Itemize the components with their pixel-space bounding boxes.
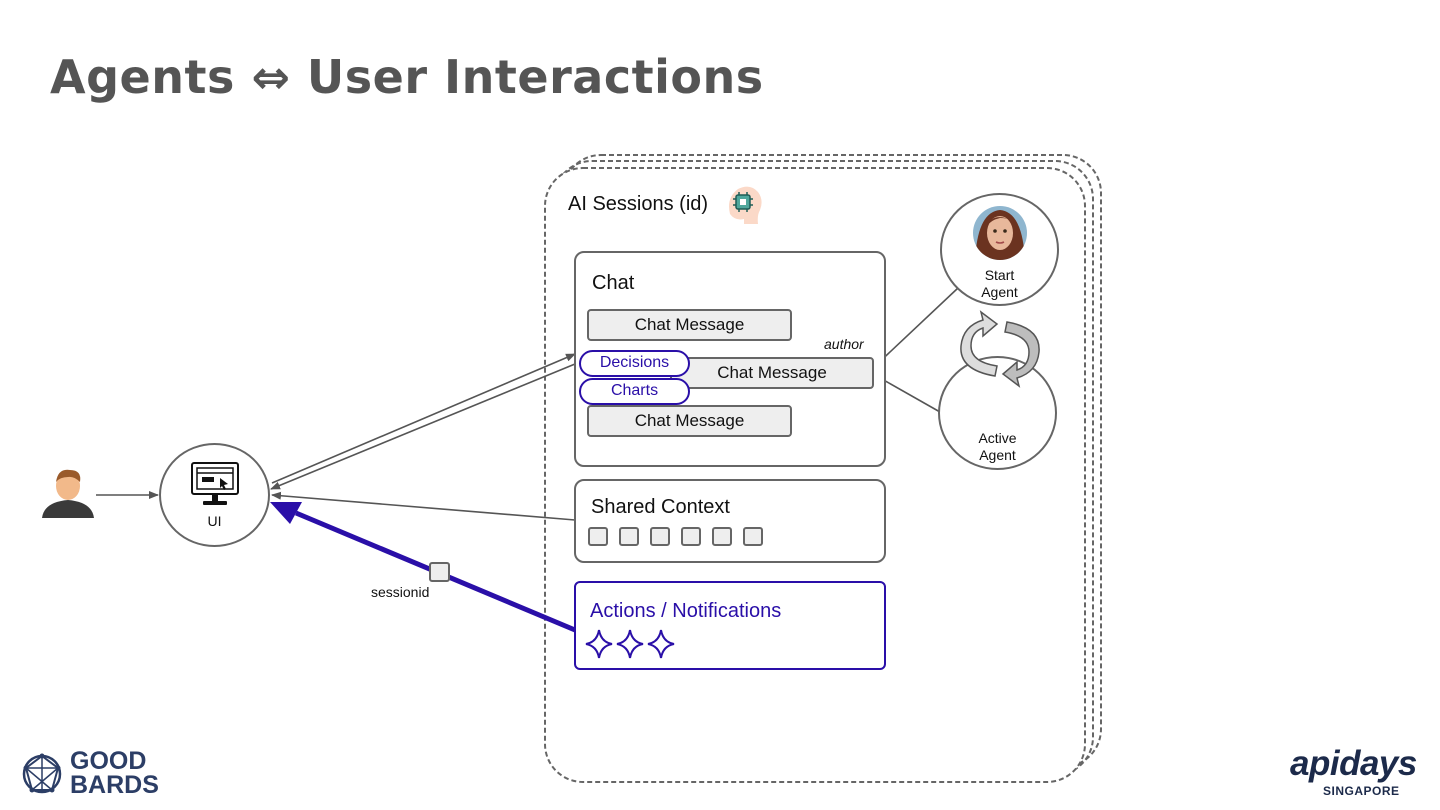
start-agent-label-line1: Start — [984, 267, 1015, 283]
ui-to-chat-arrow — [271, 353, 576, 484]
ui-node[interactable]: UI — [159, 443, 270, 547]
sparkle-icon — [585, 629, 613, 659]
sessions-title: AI Sessions (id) — [568, 193, 709, 215]
session-id-label: sessionid — [371, 584, 430, 600]
session-id-token — [429, 562, 450, 582]
ai-head-icon — [729, 186, 762, 224]
message-to-start-agent-line — [872, 287, 959, 369]
sparkle-icon — [616, 629, 644, 659]
active-agent-label-line2: Agent — [979, 447, 1016, 463]
actions-arrowhead — [270, 502, 302, 524]
agent-cycle-icon — [960, 310, 1040, 388]
active-agent-label-line1: Active — [978, 430, 1017, 446]
active-agent-node[interactable]: Active Agent — [938, 356, 1057, 470]
context-item — [743, 527, 763, 546]
decisions-attachment[interactable]: Decisions — [579, 350, 690, 377]
shared-context-title: Shared Context — [591, 496, 730, 518]
actions-box[interactable]: Actions / Notifications — [574, 581, 886, 670]
slide-title: Agents ⇔ User Interactions — [50, 50, 764, 104]
author-label: author — [824, 336, 864, 352]
ui-label: UI — [207, 513, 222, 529]
sparkle-icon — [647, 629, 675, 659]
context-to-ui-arrow — [271, 491, 576, 521]
charts-attachment[interactable]: Charts — [579, 378, 690, 405]
good-bards-logo-line2: BARDS — [70, 771, 159, 799]
start-agent-node[interactable]: Start Agent — [940, 193, 1059, 306]
user-icon — [42, 469, 94, 518]
shared-context-box[interactable]: Shared Context — [574, 479, 886, 563]
context-item — [588, 527, 608, 546]
monitor-icon — [191, 462, 239, 505]
chat-title: Chat — [592, 272, 635, 294]
agent-avatar — [973, 206, 1027, 260]
context-item — [712, 527, 732, 546]
chat-to-ui-arrow — [270, 363, 576, 490]
context-item — [650, 527, 670, 546]
chat-message-agent[interactable]: Chat Message — [670, 357, 874, 389]
good-bards-logo-icon — [22, 753, 62, 794]
apidays-logo: apidays — [1290, 744, 1417, 783]
notification-stars — [585, 629, 675, 659]
actions-title: Actions / Notifications — [590, 600, 782, 622]
context-item — [619, 527, 639, 546]
apidays-logo-sub: SINGAPORE — [1323, 784, 1400, 798]
context-item — [681, 527, 701, 546]
good-bards-logo-line1: GOOD — [70, 747, 147, 775]
chat-message[interactable]: Chat Message — [587, 309, 792, 341]
chat-message[interactable]: Chat Message — [587, 405, 792, 437]
start-agent-label-line2: Agent — [981, 284, 1018, 300]
